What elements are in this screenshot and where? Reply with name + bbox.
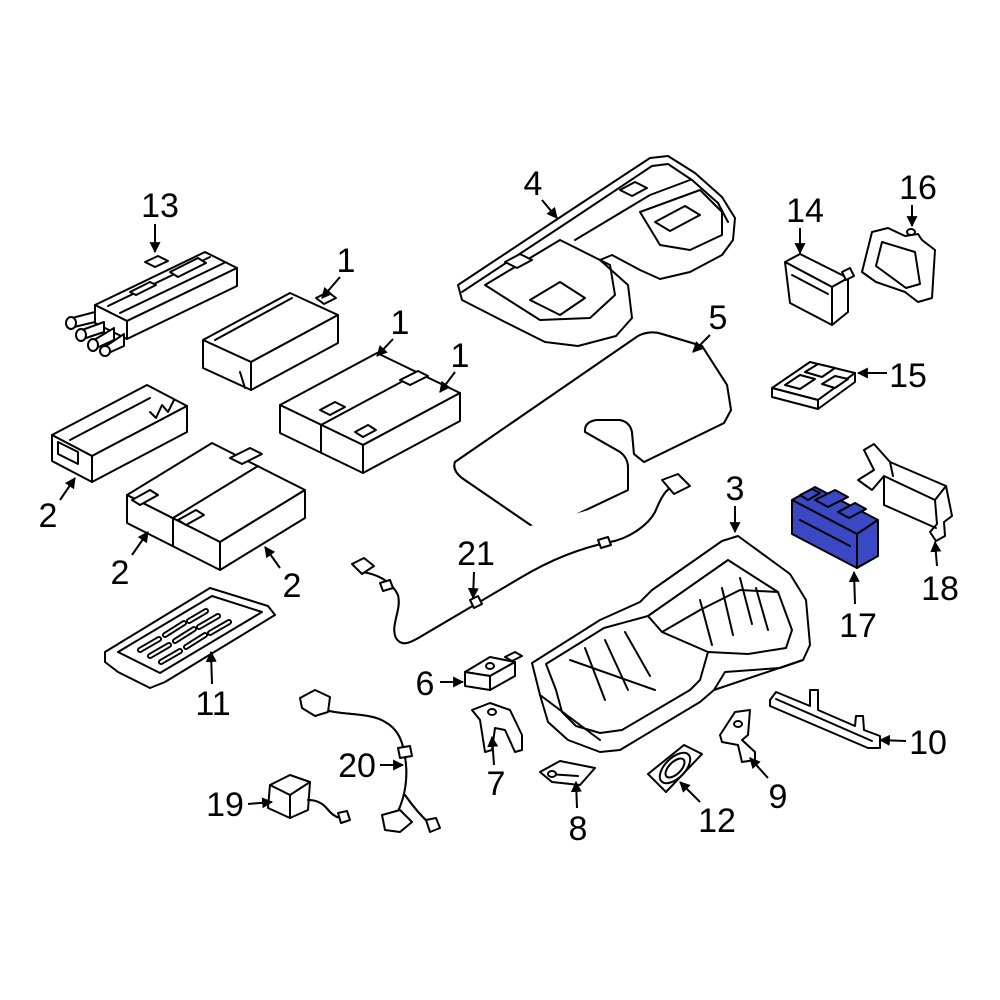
- leader-arrows: [59, 199, 942, 809]
- part-4-cover: [457, 155, 736, 347]
- leader-arrow-5: [692, 334, 711, 353]
- leader-arrow-18: [930, 540, 942, 567]
- callout-6: 6: [416, 665, 435, 703]
- callout-16: 16: [899, 169, 937, 207]
- callout-1b: 1: [391, 304, 410, 342]
- callout-1a: 1: [337, 242, 356, 280]
- callout-1c: 1: [451, 337, 470, 375]
- callout-8: 8: [569, 810, 588, 848]
- leader-arrow-4: [541, 199, 558, 219]
- leader-arrow-2c: [264, 546, 281, 569]
- callout-13: 13: [141, 187, 179, 225]
- leader-arrow-19: [247, 797, 274, 809]
- leader-arrow-1a: [321, 276, 341, 299]
- part-19-sensor: [267, 774, 351, 824]
- leader-arrow-2a: [59, 477, 76, 501]
- callout-3: 3: [726, 470, 745, 508]
- part-17-control-module: [791, 486, 879, 569]
- part-9-bracket: [719, 709, 756, 763]
- part-1-module-double: [279, 352, 461, 474]
- part-2-module-small: [51, 384, 188, 483]
- callout-2a: 2: [39, 497, 58, 535]
- part-3-tray: [531, 535, 811, 753]
- callout-7: 7: [487, 765, 506, 803]
- leader-arrow-10: [878, 734, 907, 746]
- part-1-module-top: [202, 291, 339, 391]
- part-5-gasket: [453, 331, 732, 530]
- callout-15: 15: [889, 357, 927, 395]
- leader-arrow-8: [570, 780, 582, 809]
- part-8-plate: [539, 760, 596, 786]
- part-20-harness: [299, 689, 441, 833]
- part-21-harness: [351, 473, 691, 645]
- leader-arrow-9: [749, 757, 769, 779]
- callout-19: 19: [206, 786, 244, 824]
- part-18-bracket: [857, 443, 953, 542]
- leader-arrow-7: [487, 735, 499, 766]
- part-12-seal-plate: [647, 744, 703, 793]
- leader-arrow-17: [848, 570, 860, 605]
- part-10-rail: [769, 689, 881, 749]
- callout-14: 14: [786, 192, 824, 230]
- part-2-module-large: [126, 442, 306, 571]
- callout-18: 18: [921, 570, 959, 608]
- leader-arrow-11: [205, 650, 217, 685]
- part-16-bracket: [861, 227, 936, 303]
- callout-2c: 2: [283, 567, 302, 605]
- part-6-block: [464, 651, 523, 691]
- callout-5: 5: [709, 299, 728, 337]
- leader-arrow-2b: [131, 531, 149, 556]
- callout-9: 9: [769, 778, 788, 816]
- callout-11: 11: [195, 685, 230, 723]
- leader-arrow-12: [679, 781, 701, 803]
- callout-21: 21: [457, 535, 495, 573]
- part-15-board: [771, 361, 856, 410]
- leader-arrow-21: [467, 571, 479, 600]
- callout-10: 10: [909, 724, 947, 762]
- callout-4: 4: [524, 165, 543, 203]
- part-7-bracket: [471, 702, 523, 753]
- leader-arrow-1b: [376, 338, 394, 357]
- callout-17: 17: [839, 607, 877, 645]
- callout-2b: 2: [111, 554, 130, 592]
- part-11-plate: [104, 587, 276, 689]
- callout-labels: 13 1 1 1 4 5 14 16 15 2 2 2 3 21 11 6 17…: [39, 165, 959, 848]
- part-13-module: [65, 251, 238, 357]
- part-14-module: [784, 253, 855, 326]
- leader-arrow-1c: [439, 371, 456, 393]
- callout-20: 20: [338, 747, 376, 785]
- callout-12: 12: [698, 802, 736, 840]
